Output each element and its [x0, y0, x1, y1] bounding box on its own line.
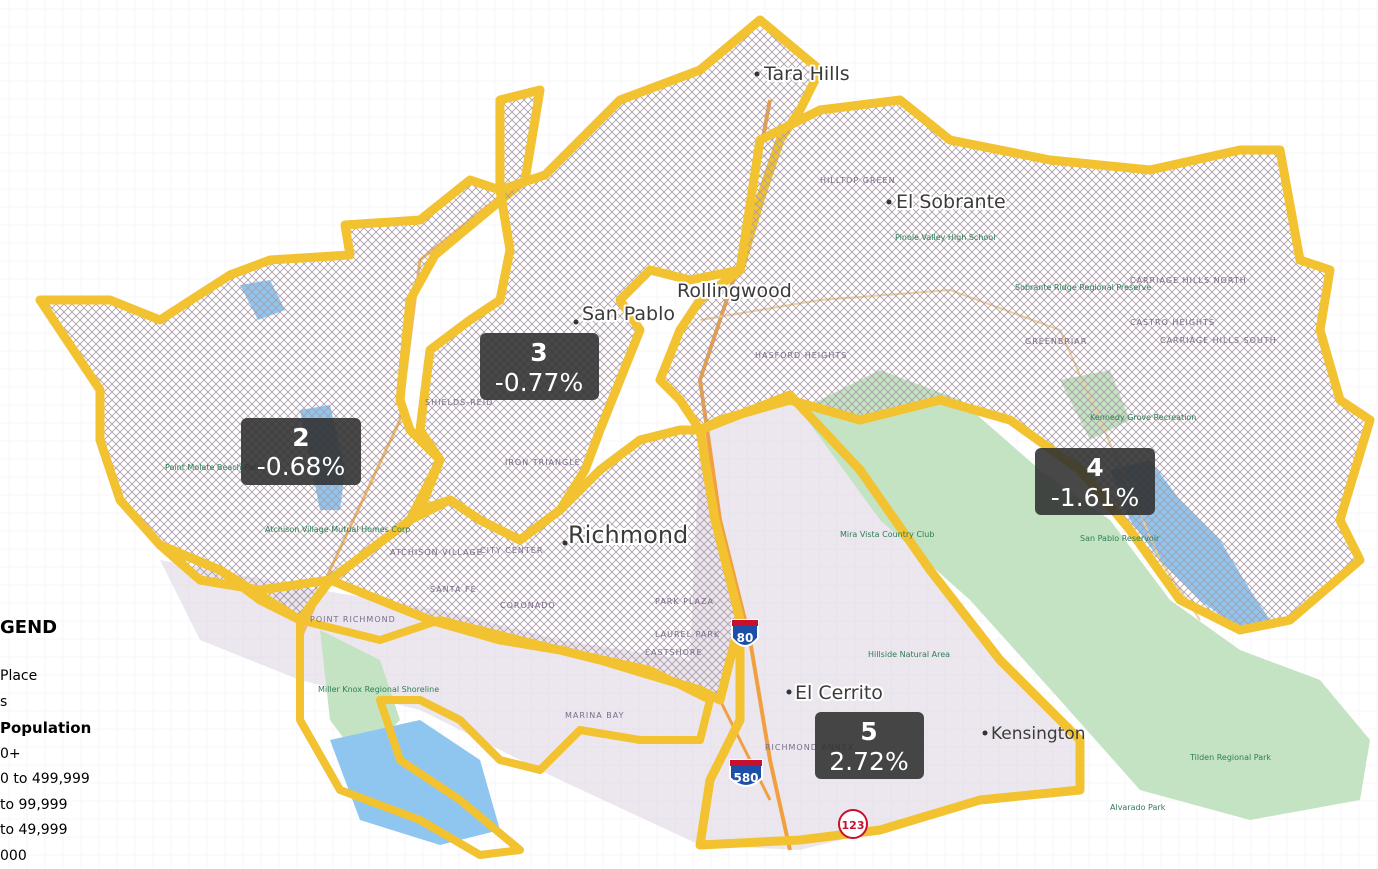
- water-bay: [330, 720, 500, 845]
- poi-atchison-homes: Atchison Village Mutual Homes Corp: [265, 525, 410, 534]
- label-carriage-hills-north: CARRIAGE HILLS NORTH: [1130, 276, 1247, 285]
- district-4-shape[interactable]: [655, 95, 1375, 635]
- label-hasford-heights: HASFORD HEIGHTS: [755, 351, 847, 360]
- poi-sobrante-ridge: Sobrante Ridge Regional Preserve: [1015, 283, 1151, 292]
- ca123-shield-label: 123: [842, 819, 865, 832]
- southwest-peninsula-outline: [296, 616, 714, 859]
- legend-item-pop-4: to 49,999: [0, 822, 68, 838]
- label-shields-reid: SHIELDS-REID: [425, 398, 493, 407]
- district-label-4[interactable]: 4 -1.61%: [1035, 448, 1155, 515]
- i580-shield: 580: [729, 759, 763, 787]
- label-marina-bay: MARINA BAY: [565, 711, 625, 720]
- label-santa-fe: SANTA FE: [430, 585, 477, 594]
- ca123-shield: 123: [838, 809, 868, 839]
- place-el-cerrito: El Cerrito: [795, 682, 883, 704]
- legend-item-s: s: [0, 694, 8, 710]
- i80-shield-label: 80: [737, 631, 754, 645]
- place-kensington: Kensington: [991, 724, 1086, 744]
- label-richmond-annex: RICHMOND ANNEX: [765, 743, 854, 752]
- label-hilltop-green: HILLTOP GREEN: [820, 176, 896, 185]
- place-labels: Tara Hills El Sobrante Rollingwood San P…: [562, 61, 1086, 744]
- district-label-3[interactable]: 3 -0.77%: [480, 333, 599, 400]
- poi-country-club: Mira Vista Country Club: [840, 530, 934, 539]
- district-4-number: 4: [1086, 453, 1103, 482]
- label-city-center: CITY CENTER: [480, 546, 543, 555]
- poi-tilden: Tilden Regional Park: [1189, 753, 1271, 762]
- district-shapes: [35, 15, 1375, 859]
- poi-molate-beach: Point Molate Beach Park: [165, 463, 262, 472]
- label-greenbriar: GREENBRIAR: [1025, 337, 1087, 346]
- poi-alvarado-park: Alvarado Park: [1110, 803, 1166, 812]
- label-eastshore: EASTSHORE: [645, 648, 703, 657]
- legend: GEND Place s Population 0+ 0 to 499,999 …: [0, 612, 140, 869]
- poi-pinole-creek: Pinole Valley High School: [895, 233, 995, 242]
- place-rollingwood: Rollingwood: [677, 280, 792, 302]
- label-coronado: CORONADO: [500, 601, 556, 610]
- district-label-2[interactable]: 2 -0.68%: [241, 418, 361, 485]
- legend-item-pop-1: 0+: [0, 746, 21, 762]
- district-5-number: 5: [860, 717, 877, 746]
- park-miller-knox: [320, 630, 400, 760]
- label-castro-heights: CASTRO HEIGHTS: [1130, 318, 1215, 327]
- legend-item-pop-5: 000: [0, 848, 27, 864]
- poi-kennedy-grove: Kennedy Grove Recreation: [1090, 413, 1196, 422]
- label-laurel-park: LAUREL PARK: [655, 630, 720, 639]
- district-4-change: -1.61%: [1051, 483, 1139, 512]
- district-3-change: -0.77%: [495, 368, 583, 397]
- district-2-number: 2: [292, 423, 309, 452]
- district-label-5[interactable]: 5 2.72%: [815, 712, 924, 779]
- place-tara-hills: Tara Hills: [763, 63, 850, 85]
- i80-shield: 80: [731, 619, 759, 647]
- district-5-change: 2.72%: [829, 747, 908, 776]
- legend-item-place: Place: [0, 668, 38, 684]
- district-3-shape[interactable]: [415, 15, 825, 545]
- poi-miller-knox: Miller Knox Regional Shoreline: [318, 685, 439, 694]
- legend-item-pop-2: 0 to 499,999: [0, 771, 90, 787]
- legend-item-pop-3: to 99,999: [0, 797, 68, 813]
- legend-title: GEND: [0, 617, 58, 638]
- district-3-number: 3: [530, 338, 547, 367]
- place-san-pablo: San Pablo: [582, 303, 675, 325]
- poi-labels: Sobrante Ridge Regional Preserve Kennedy…: [165, 233, 1271, 812]
- label-park-plaza: PARK PLAZA: [655, 597, 714, 606]
- park-wildcat-canyon: [800, 370, 1370, 820]
- district-2-change: -0.68%: [257, 452, 345, 481]
- poi-hillside-natural-area: Hillside Natural Area: [868, 650, 950, 659]
- place-el-sobrante: El Sobrante: [896, 191, 1006, 213]
- label-point-richmond: POINT RICHMOND: [310, 615, 396, 624]
- district-5-shape[interactable]: [695, 390, 1085, 850]
- label-iron-triangle: IRON TRIANGLE: [505, 458, 581, 467]
- label-atchison-village: ATCHISON VILLAGE: [390, 548, 483, 557]
- place-richmond: Richmond: [568, 521, 688, 549]
- district-2-shape[interactable]: [35, 85, 545, 625]
- i580-shield-label: 580: [733, 771, 758, 785]
- poi-san-pablo-reservoir: San Pablo Reservoir: [1080, 534, 1160, 543]
- neighborhood-labels: HILLTOP GREEN CARRIAGE HILLS NORTH CASTR…: [310, 176, 1277, 752]
- label-carriage-hills-south: CARRIAGE HILLS SOUTH: [1160, 336, 1277, 345]
- legend-item-population-heading: Population: [0, 719, 92, 737]
